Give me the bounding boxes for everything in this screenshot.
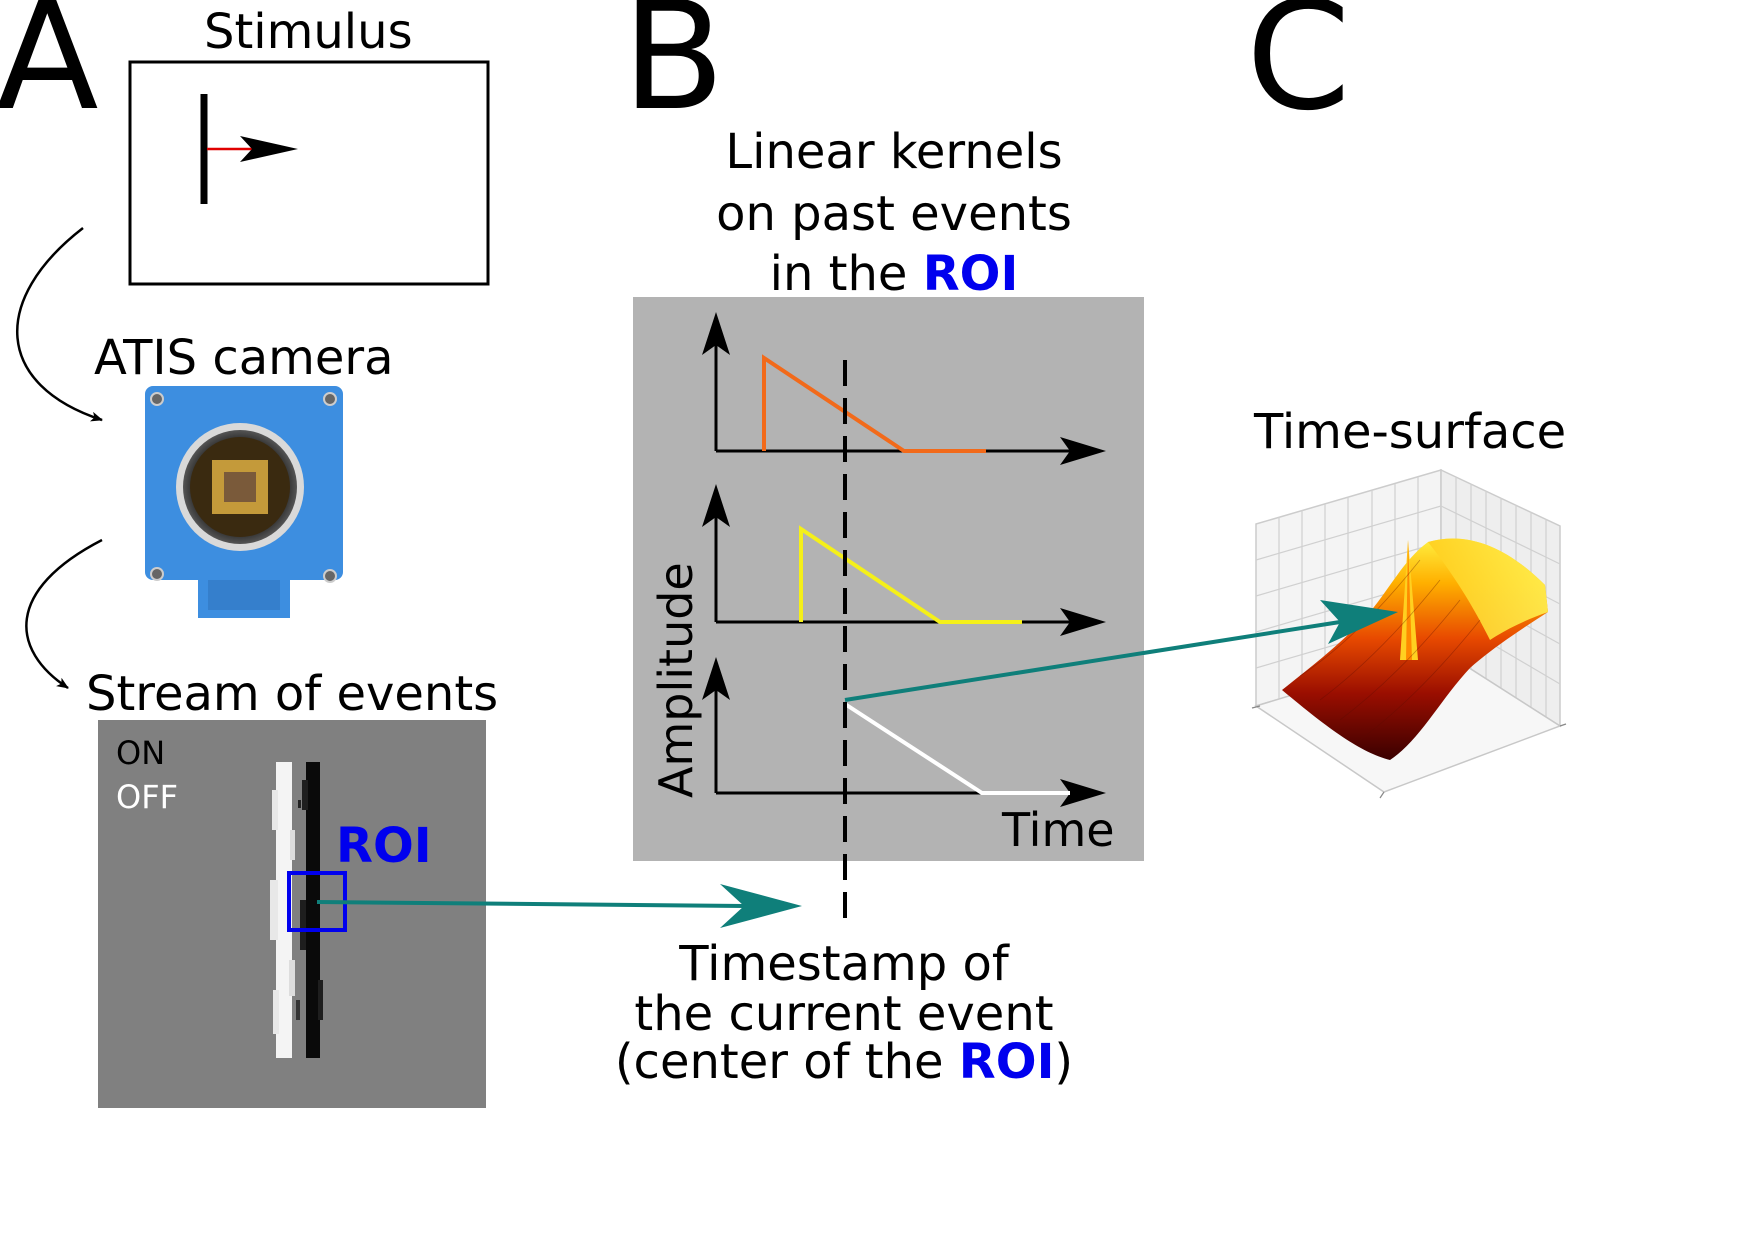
time-surface-title: Time-surface (1253, 404, 1566, 460)
kernel-axes-1 (702, 312, 1106, 465)
timestamp-caption-line3-suffix: ) (1054, 1034, 1073, 1090)
stimulus-label: Stimulus (204, 4, 413, 60)
panel-letter-a: A (0, 0, 99, 144)
time-surface-3d-plot (1251, 468, 1567, 799)
flow-arrow-camera-to-stream (25, 538, 103, 690)
kernels-title-roi: ROI (923, 246, 1019, 302)
kernel-curve-2 (799, 525, 1022, 624)
kernels-title-line2: on past events (716, 186, 1072, 242)
kernel-curve-1 (762, 354, 986, 453)
timestamp-caption-line1: Timestamp of (678, 936, 1010, 992)
kernel-panel-background (633, 297, 1144, 861)
kernels-title-line3-prefix: in the (770, 246, 923, 302)
timestamp-caption-roi: ROI (959, 1034, 1055, 1090)
flow-arrow-stimulus-to-camera (16, 227, 103, 422)
kernels-title-line1: Linear kernels (725, 124, 1062, 180)
legend-off: OFF (116, 778, 178, 816)
time-axis-label: Time (1001, 803, 1115, 857)
roi-to-timestamp-arrow (316, 884, 802, 928)
legend-on: ON (116, 734, 165, 772)
timestamp-caption-line2: the current event (634, 986, 1053, 1042)
event-stream-image (98, 720, 486, 1108)
roi-label: ROI (336, 818, 432, 874)
camera-photo-icon (142, 380, 346, 618)
kernel-axes-3 (702, 657, 1106, 807)
timestamp-caption-line3-prefix: (center of the (615, 1034, 959, 1090)
kernel-axes-2 (702, 484, 1106, 636)
timestamp-caption-line3: (center of the ROI) (615, 1034, 1073, 1090)
stimulus-icon (128, 60, 490, 286)
panel-letter-b: B (622, 0, 725, 144)
stream-label: Stream of events (86, 666, 498, 722)
kernel-curve-3 (843, 702, 1070, 795)
kernels-title-line3: in the ROI (770, 246, 1019, 302)
kernel-to-time-surface-arrow (844, 600, 1398, 702)
amplitude-axis-label: Amplitude (649, 562, 703, 798)
panel-letter-c: C (1246, 0, 1351, 144)
camera-label: ATIS camera (94, 330, 394, 386)
